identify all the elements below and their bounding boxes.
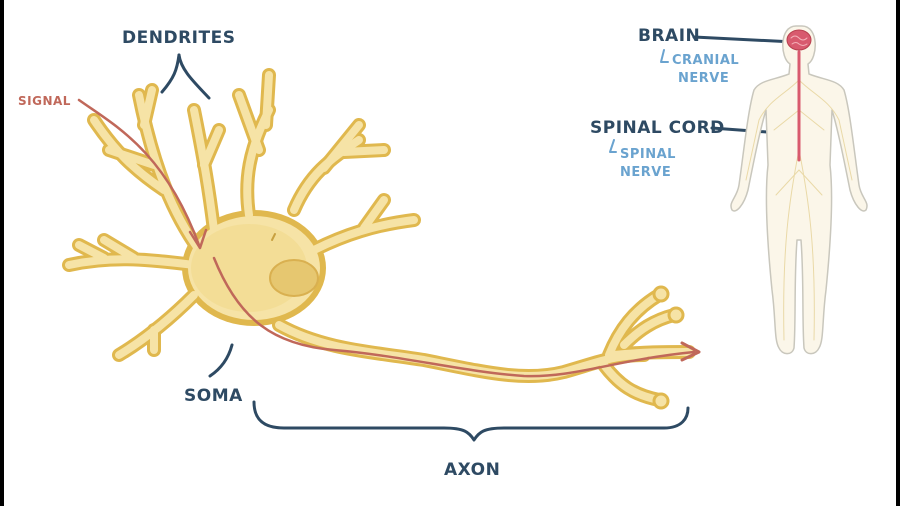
cranial-nerve-line-1: CRANIAL [672, 53, 740, 68]
spinal-nerve-line-2: NERVE [620, 165, 672, 180]
signal-path [77, 98, 701, 378]
human-body-figure [730, 25, 868, 355]
diagram-canvas: DENDRITES SIGNAL SOMA AXON BRAIN CRANIAL… [4, 0, 896, 506]
nerve-connectors [609, 49, 669, 153]
soma-label: SOMA [184, 386, 243, 406]
dendrites-label: DENDRITES [122, 28, 236, 48]
axon-label: AXON [444, 460, 501, 480]
nucleus [269, 259, 319, 297]
brain-shape [786, 29, 812, 51]
signal-label: SIGNAL [18, 94, 71, 108]
spinal-nerve-line-1: SPINAL [620, 147, 676, 162]
label-connectors [160, 35, 796, 442]
neuron-illustration [62, 25, 868, 442]
spinal-cord-label: SPINAL CORD [590, 118, 725, 138]
brain-label: BRAIN [638, 26, 701, 46]
spinal-nerve-label: SPINAL NERVE [620, 146, 676, 182]
cranial-nerve-label: CRANIAL NERVE [672, 52, 739, 88]
cranial-nerve-line-2: NERVE [678, 71, 730, 86]
